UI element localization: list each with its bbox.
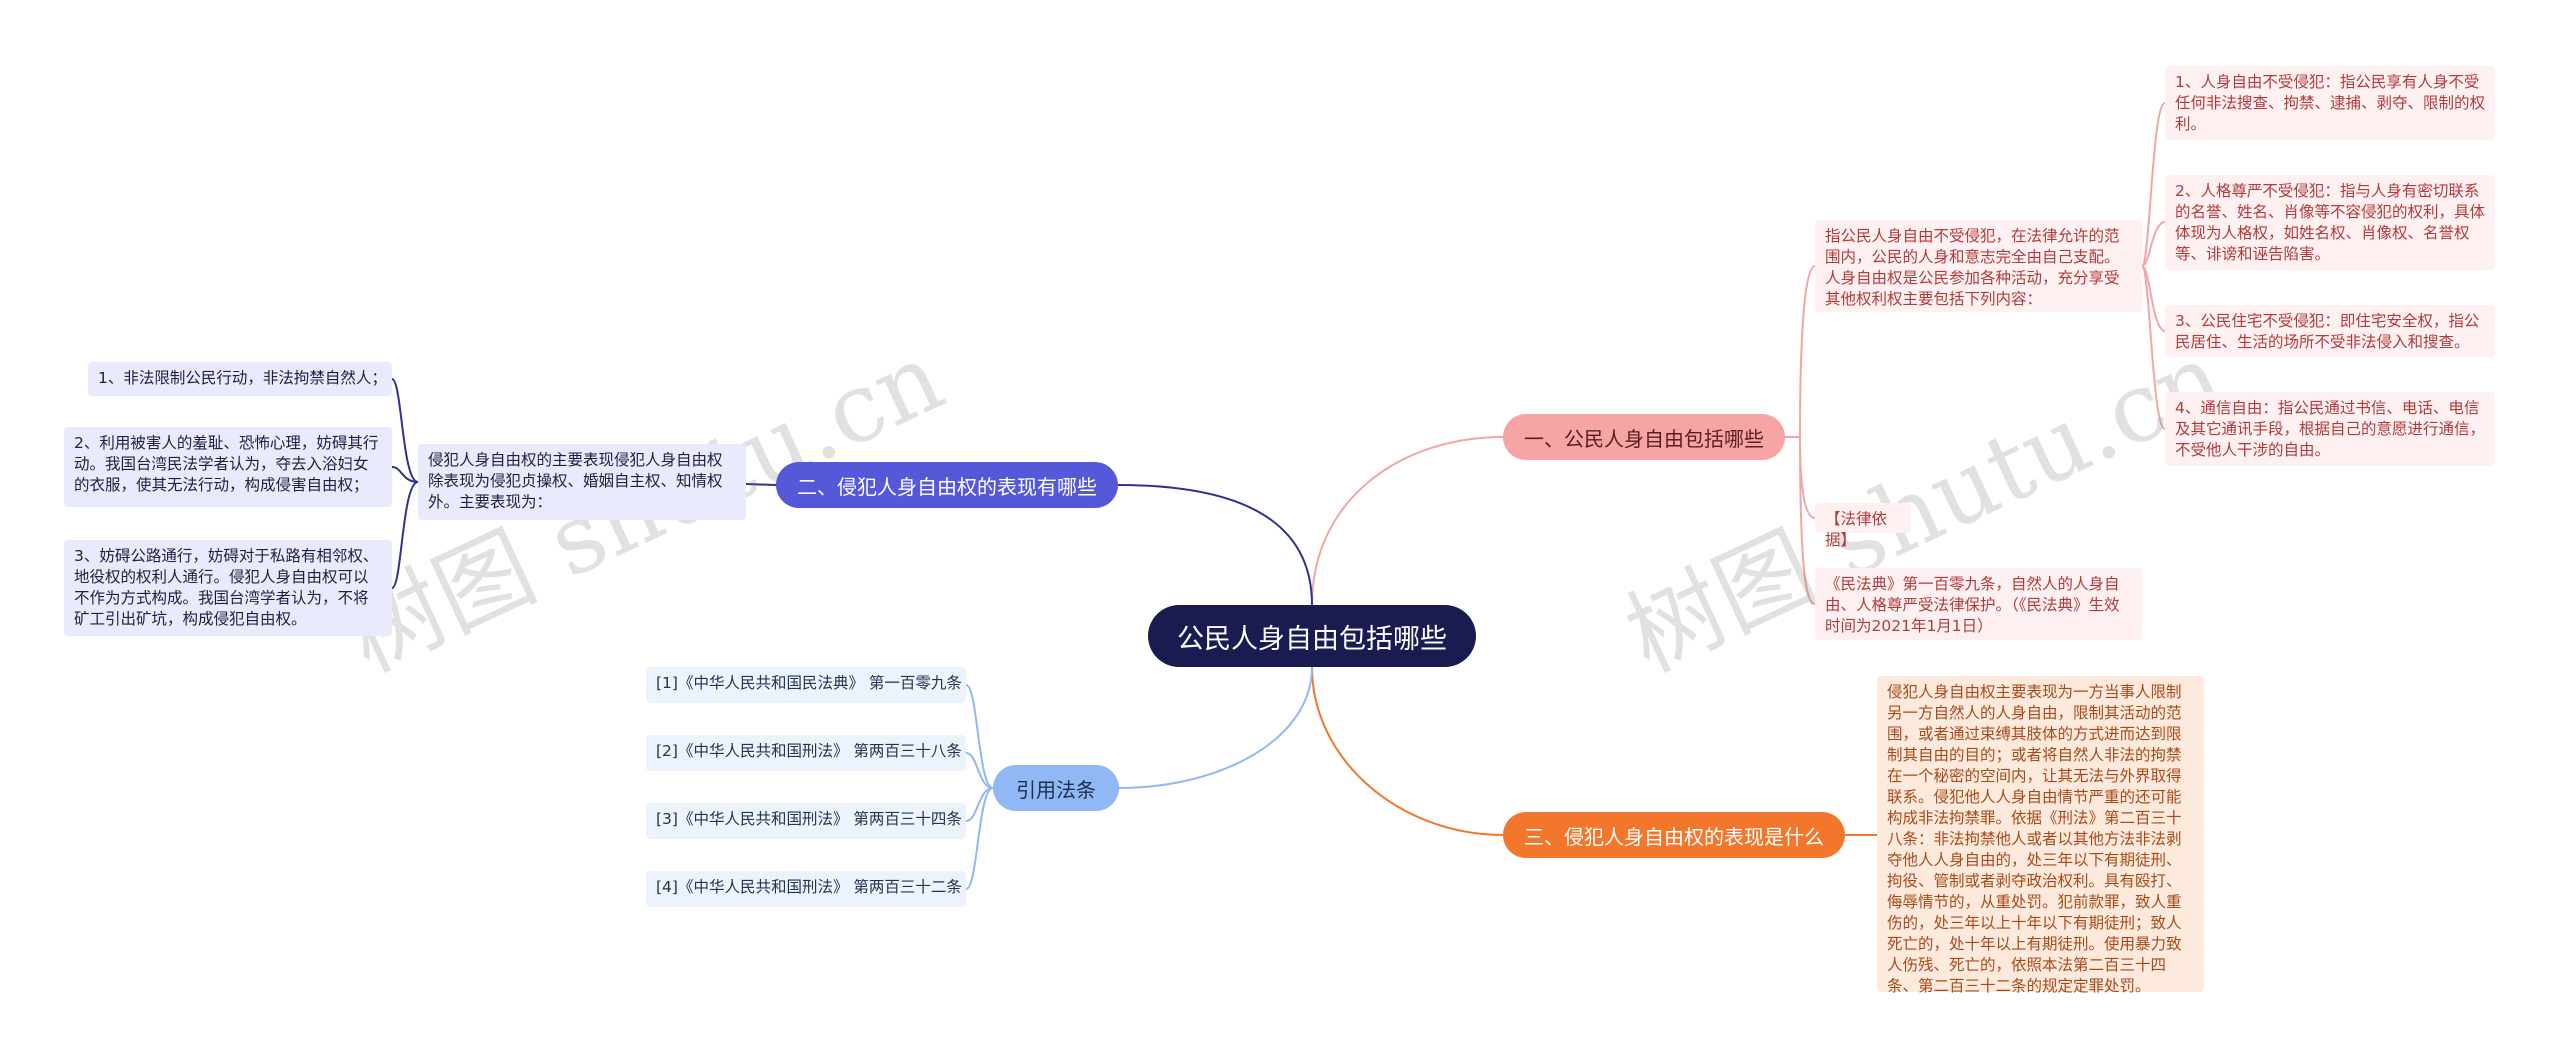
branch-infringement-what[interactable]: 三、侵犯人身自由权的表现是什么: [1503, 812, 1845, 858]
link-root-b4: [1118, 666, 1313, 789]
left-item-2[interactable]: 2、利用被害人的羞耻、恐怖心理，妨碍其行动。我国台湾民法学者认为，夺去入浴妇女的…: [64, 427, 392, 507]
link-intro-2: [2141, 221, 2166, 267]
link-main-1: [391, 378, 419, 483]
link-root-b3: [1311, 666, 1504, 836]
link-main-2: [391, 466, 419, 483]
citation-2[interactable]: [2]《中华人民共和国刑法》 第两百三十八条: [646, 735, 966, 771]
right-item-2[interactable]: 2、人格尊严不受侵犯：指与人身有密切联系的名誉、姓名、肖像等不容侵犯的权利，具体…: [2165, 175, 2495, 270]
right-item-1[interactable]: 1、人身自由不受侵犯：指公民享有人身不受任何非法搜查、拘禁、逮捕、剥夺、限制的权…: [2165, 66, 2495, 140]
link-intro-1: [2141, 102, 2166, 267]
link-b4-c2: [965, 752, 994, 789]
link-root-b2: [1117, 484, 1313, 606]
branch-infringement-manifestations[interactable]: 二、侵犯人身自由权的表现有哪些: [776, 462, 1118, 508]
left-item-3[interactable]: 3、妨碍公路通行，妨碍对于私路有相邻权、地役权的权利人通行。侵犯人身自由权可以不…: [64, 540, 392, 636]
link-b1-tag: [1799, 436, 1816, 519]
link-b4-c3: [965, 787, 994, 822]
citation-1[interactable]: [1]《中华人民共和国民法典》 第一百零九条: [646, 667, 966, 703]
law-basis-text[interactable]: 《民法典》第一百零九条，自然人的人身自由、人格尊严受法律保护。（《民法典》生效时…: [1815, 568, 2142, 640]
citation-4[interactable]: [4]《中华人民共和国刑法》 第两百三十二条: [646, 871, 966, 907]
link-b1-intro: [1799, 265, 1816, 438]
left-main-text[interactable]: 侵犯人身自由权的主要表现侵犯人身自由权除表现为侵犯贞操权、婚姻自主权、知情权外。…: [418, 444, 746, 520]
root-node[interactable]: 公民人身自由包括哪些: [1148, 605, 1476, 667]
right-intro-text[interactable]: 指公民人身自由不受侵犯，在法律允许的范围内，公民的人身和意志完全由自己支配。人身…: [1815, 220, 2142, 312]
right-item-4[interactable]: 4、通信自由：指公民通过书信、电话、电信及其它通讯手段，根据自己的意愿进行通信，…: [2165, 392, 2495, 466]
link-b2-main: [745, 483, 777, 486]
branch-citations[interactable]: 引用法条: [993, 765, 1119, 811]
citation-3[interactable]: [3]《中华人民共和国刑法》 第两百三十四条: [646, 803, 966, 839]
link-b4-c1: [965, 684, 994, 789]
link-main-3: [391, 481, 419, 589]
left-item-1[interactable]: 1、非法限制公民行动，非法拘禁自然人；: [88, 362, 392, 396]
link-b1-law: [1799, 436, 1816, 605]
infringement-detail-text[interactable]: 侵犯人身自由权主要表现为一方当事人限制另一方自然人的人身自由，限制其活动的范围，…: [1877, 676, 2204, 995]
branch-personal-freedom-scope[interactable]: 一、公民人身自由包括哪些: [1503, 414, 1785, 460]
law-basis-tag[interactable]: 【法律依据】: [1815, 503, 1911, 549]
link-root-b1: [1311, 436, 1504, 606]
link-intro-4: [2141, 265, 2166, 430]
right-item-3[interactable]: 3、公民住宅不受侵犯：即住宅安全权，指公民居住、生活的场所不受非法侵入和搜查。: [2165, 305, 2495, 357]
link-b4-c4: [965, 787, 994, 890]
